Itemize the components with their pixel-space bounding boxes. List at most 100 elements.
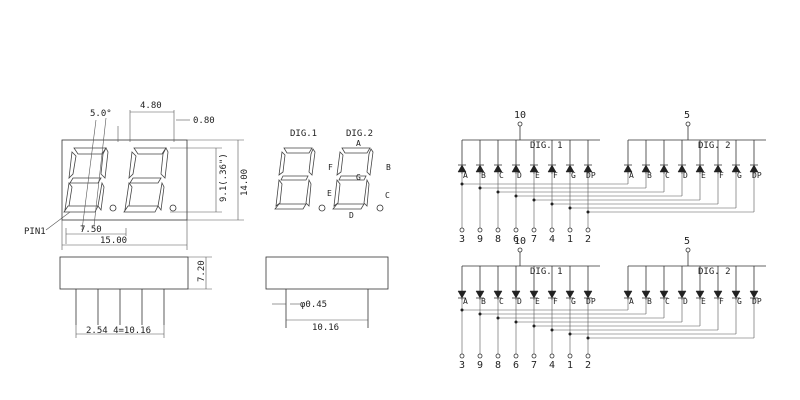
ca-seg-2-d: D	[683, 171, 688, 180]
ca-seg-1-d: D	[517, 171, 522, 180]
side-dim-height: 7.20	[197, 260, 207, 282]
dim-seg-w: 0.80	[193, 116, 215, 126]
cc-seg-2-f: F	[719, 297, 724, 306]
cc-dig1-label: DIG. 1	[530, 267, 563, 277]
cc-pin-6	[513, 353, 519, 359]
dim-height: 14.00	[240, 169, 250, 196]
cc-diode-2-c	[659, 290, 669, 299]
ca-seg-2-dp: DP	[752, 171, 762, 180]
ca-diode-2-c	[659, 164, 669, 173]
front-digit-1	[63, 147, 117, 213]
cc-pin10-label: 10	[514, 236, 526, 247]
side-pins	[75, 289, 165, 325]
cc-seg-1-d: D	[517, 297, 522, 306]
ca-diode-2-b	[641, 164, 651, 173]
cc-diode-1-f	[547, 290, 557, 299]
cc-seg-1-a: A	[463, 297, 468, 306]
ca-pin-2	[585, 227, 591, 233]
cc-pin-1	[567, 353, 573, 359]
ca-pin-label-6: 6	[513, 234, 519, 245]
ca-dig2-label: DIG. 2	[698, 141, 731, 151]
small-digit-view: DIG.1 DIG.2 A B C D E F G	[265, 129, 391, 333]
cc-seg-2-c: C	[665, 297, 670, 306]
small-digit-2	[332, 147, 384, 212]
cc-seg-2-dp: DP	[752, 297, 762, 306]
cc-diode-2-e	[695, 290, 705, 299]
dim-digit-h: 9.1(.36")	[219, 153, 229, 202]
ca-seg-2-b: B	[647, 171, 652, 180]
cc-pin-4	[549, 353, 555, 359]
ca-pin-9	[477, 227, 483, 233]
ca-pin-1	[567, 227, 573, 233]
ca-pin-label-2: 2	[585, 234, 591, 245]
ca-pin-label-4: 4	[549, 234, 555, 245]
side-body	[59, 256, 189, 290]
ca-diode-2-dp	[749, 164, 759, 173]
ca-pin10-label: 10	[514, 110, 526, 121]
small-dig2-label: DIG.2	[346, 129, 373, 139]
cc-seg-1-dp: DP	[586, 297, 596, 306]
ca-pin-label-3: 3	[459, 234, 465, 245]
ca-seg-2-c: C	[665, 171, 670, 180]
cc-pin-label-1: 1	[567, 360, 573, 371]
cc-seg-2-g: G	[737, 297, 742, 306]
cc-diode-1-dp	[583, 290, 593, 299]
dim-seg-gap: 4.80	[140, 101, 162, 111]
cc-seg-1-b: B	[481, 297, 486, 306]
cc-seg-1-c: C	[499, 297, 504, 306]
cc-diode-2-d	[677, 290, 687, 299]
small-side-body	[265, 256, 389, 290]
ca-diode-2-a	[623, 164, 633, 173]
cc-pin5-label: 5	[684, 236, 690, 247]
ca-pin-4	[549, 227, 555, 233]
ca-seg-2-g: G	[737, 171, 742, 180]
front-digit-2	[123, 147, 177, 213]
cc-seg-2-b: B	[647, 297, 652, 306]
cc-pin-9	[477, 353, 483, 359]
small-dim-pin-dia: φ0.45	[300, 300, 327, 310]
cc-diode-2-dp	[749, 290, 759, 299]
ca-seg-1-g: G	[571, 171, 576, 180]
ca-pin-6	[513, 227, 519, 233]
cc-seg-2-a: A	[629, 297, 634, 306]
cc-diode-2-f	[713, 290, 723, 299]
cc-pin-label-3: 3	[459, 360, 465, 371]
cc-pin-label-8: 8	[495, 360, 501, 371]
cc-pin-label-9: 9	[477, 360, 483, 371]
cc-common-pin-10	[517, 247, 523, 253]
ca-common-pin-10	[517, 121, 523, 127]
cc-pin-7	[531, 353, 537, 359]
cc-diode-1-d	[511, 290, 521, 299]
seg-label-f: F	[328, 163, 333, 172]
ca-diode-2-e	[695, 164, 705, 173]
ca-diode-1-f	[547, 164, 557, 173]
ca-diode-1-a	[457, 164, 467, 173]
front-body	[61, 139, 188, 221]
cc-pin-label-2: 2	[585, 360, 591, 371]
dim-width: 15.00	[100, 236, 127, 246]
ca-pin-7	[531, 227, 537, 233]
cc-seg-1-f: F	[553, 297, 558, 306]
seg-label-c: C	[385, 191, 390, 200]
cc-seg-1-g: G	[571, 297, 576, 306]
ca-diode-1-g	[565, 164, 575, 173]
seg-label-g: G	[356, 173, 361, 182]
seg-label-d: D	[349, 211, 354, 220]
cc-pin-label-6: 6	[513, 360, 519, 371]
cc-diode-1-a	[457, 290, 467, 299]
ca-pin5-label: 5	[684, 110, 690, 121]
small-digit-1	[274, 147, 326, 212]
seg-label-b: B	[386, 163, 391, 172]
ca-diode-1-e	[529, 164, 539, 173]
cc-seg-2-e: E	[701, 297, 706, 306]
cc-diode-1-e	[529, 290, 539, 299]
side-view: 7.20 2.54 4=10.16	[59, 256, 212, 338]
ca-pin-label-8: 8	[495, 234, 501, 245]
cc-pin-2	[585, 353, 591, 359]
ca-seg-1-a: A	[463, 171, 468, 180]
ca-pin-label-1: 1	[567, 234, 573, 245]
